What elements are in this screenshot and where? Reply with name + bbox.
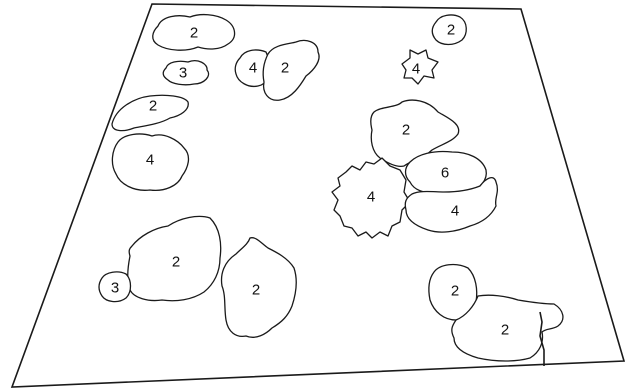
region-label-14: 3 bbox=[111, 280, 119, 297]
region-label-6: 4 bbox=[412, 61, 420, 78]
region-label-10: 6 bbox=[441, 165, 449, 182]
region-label-5: 2 bbox=[447, 22, 455, 39]
region-label-9: 2 bbox=[402, 122, 410, 139]
region-label-2: 3 bbox=[179, 65, 187, 82]
region-label-11: 4 bbox=[367, 189, 375, 206]
region-label-4: 2 bbox=[281, 60, 289, 77]
region-label-15: 2 bbox=[252, 282, 260, 299]
region-label-17: 2 bbox=[501, 322, 509, 339]
region-label-1: 2 bbox=[190, 25, 198, 42]
region-label-3: 4 bbox=[249, 60, 257, 77]
region-label-8: 4 bbox=[146, 152, 154, 169]
region-label-16: 2 bbox=[451, 283, 459, 300]
region-label-13: 2 bbox=[172, 254, 180, 271]
region-label-12: 4 bbox=[451, 203, 459, 220]
region-label-7: 2 bbox=[149, 98, 157, 115]
